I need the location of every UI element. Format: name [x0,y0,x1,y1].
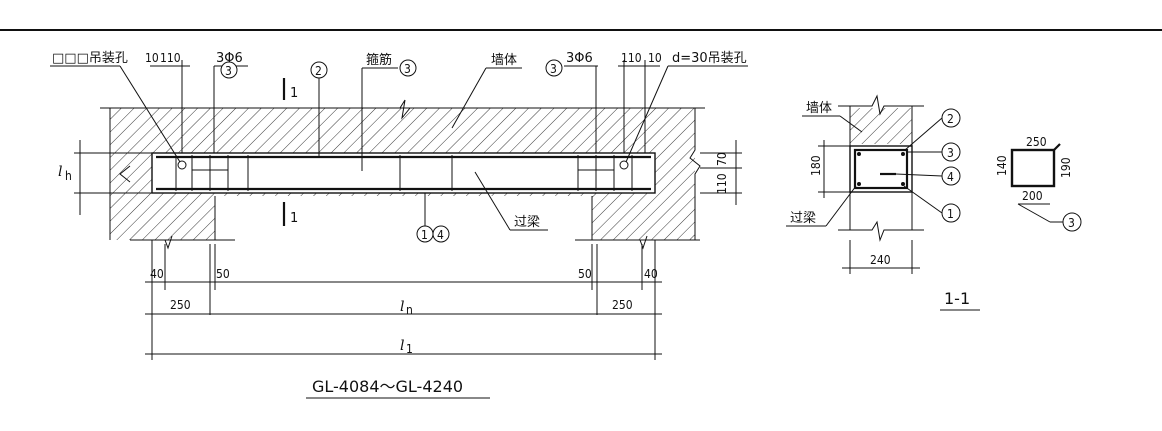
hoist-hole-left [177,160,187,170]
label-hoist-hole-left: □□□吊装孔 [52,51,128,66]
wall-hatch [110,108,695,240]
label-lh: l [58,164,62,180]
dim-top-left-110: 110 [160,51,181,65]
dim-bottom-50-right: 50 [578,267,592,281]
elevation-view: 1 1 □□□吊装孔 10 110 3Φ6 3 2 箍筋 3 墙体 3 3Φ6 … [50,51,748,399]
callout-3-stirrup: 3 [404,62,411,76]
label-hoist-hole-right: d=30吊装孔 [672,51,747,66]
stirrup-dim-right: 190 [1059,157,1073,178]
elevation-title: GL-4084～GL-4240 [312,377,463,396]
label-rebar-right: 3Φ6 [566,51,593,66]
callout-1: 1 [421,228,428,242]
stirrup-dim-left: 140 [995,155,1009,176]
section-callout-3: 3 [947,146,954,160]
section-callout-2: 2 [947,112,954,126]
section-dim-180: 180 [809,155,823,176]
section-dim-240: 240 [870,253,891,267]
stirrup-shape [1010,148,1056,188]
section-mark-bottom: 1 [290,211,298,226]
lintel-beam [151,152,656,194]
label-stirrup: 箍筋 [366,52,392,68]
dim-bottom-50-left: 50 [216,267,230,281]
label-wall-elevation: 墙体 [491,53,517,68]
callout-3-right: 3 [550,62,557,76]
dim-l1-sub: 1 [406,342,413,356]
section-1-1: 墙体 过梁 180 240 2 3 4 1 1-1 [786,94,980,311]
section-label-wall: 墙体 [806,101,832,116]
section-callout-1: 1 [947,207,954,221]
hoist-hole-right [619,160,629,170]
dim-bottom-40-right: 40 [644,267,658,281]
stirrup-dim-bottom: 200 [1022,189,1043,203]
section-title: 1-1 [944,289,970,308]
section-mark-top: 1 [290,86,298,101]
dim-top-left-10: 10 [145,51,159,65]
callout-2: 2 [315,64,322,78]
callout-4: 4 [437,228,444,242]
section-label-lintel: 过梁 [790,211,816,226]
stirrup-detail: 250 140 190 200 3 [995,135,1082,232]
dim-top-right-110: 110 [621,51,642,65]
stirrup-callout-3: 3 [1068,216,1075,230]
label-lintel-elevation: 过梁 [514,215,540,230]
label-lh-sub: h [65,169,72,183]
dim-ln: l [400,299,404,315]
section-callout-4: 4 [947,170,954,184]
label-rebar-left: 3Φ6 [216,51,243,66]
dim-bottom-40-left: 40 [150,267,164,281]
callout-3-left: 3 [225,64,232,78]
dim-right-70: 70 [715,152,729,166]
dim-bottom-250-right: 250 [612,298,633,312]
stirrup-dim-top: 250 [1026,135,1047,149]
dim-bottom-250-left: 250 [170,298,191,312]
dim-ln-sub: n [406,303,413,317]
dim-right-110: 110 [715,173,729,194]
dim-top-right-10: 10 [648,51,662,65]
dim-l1: l [400,338,404,354]
